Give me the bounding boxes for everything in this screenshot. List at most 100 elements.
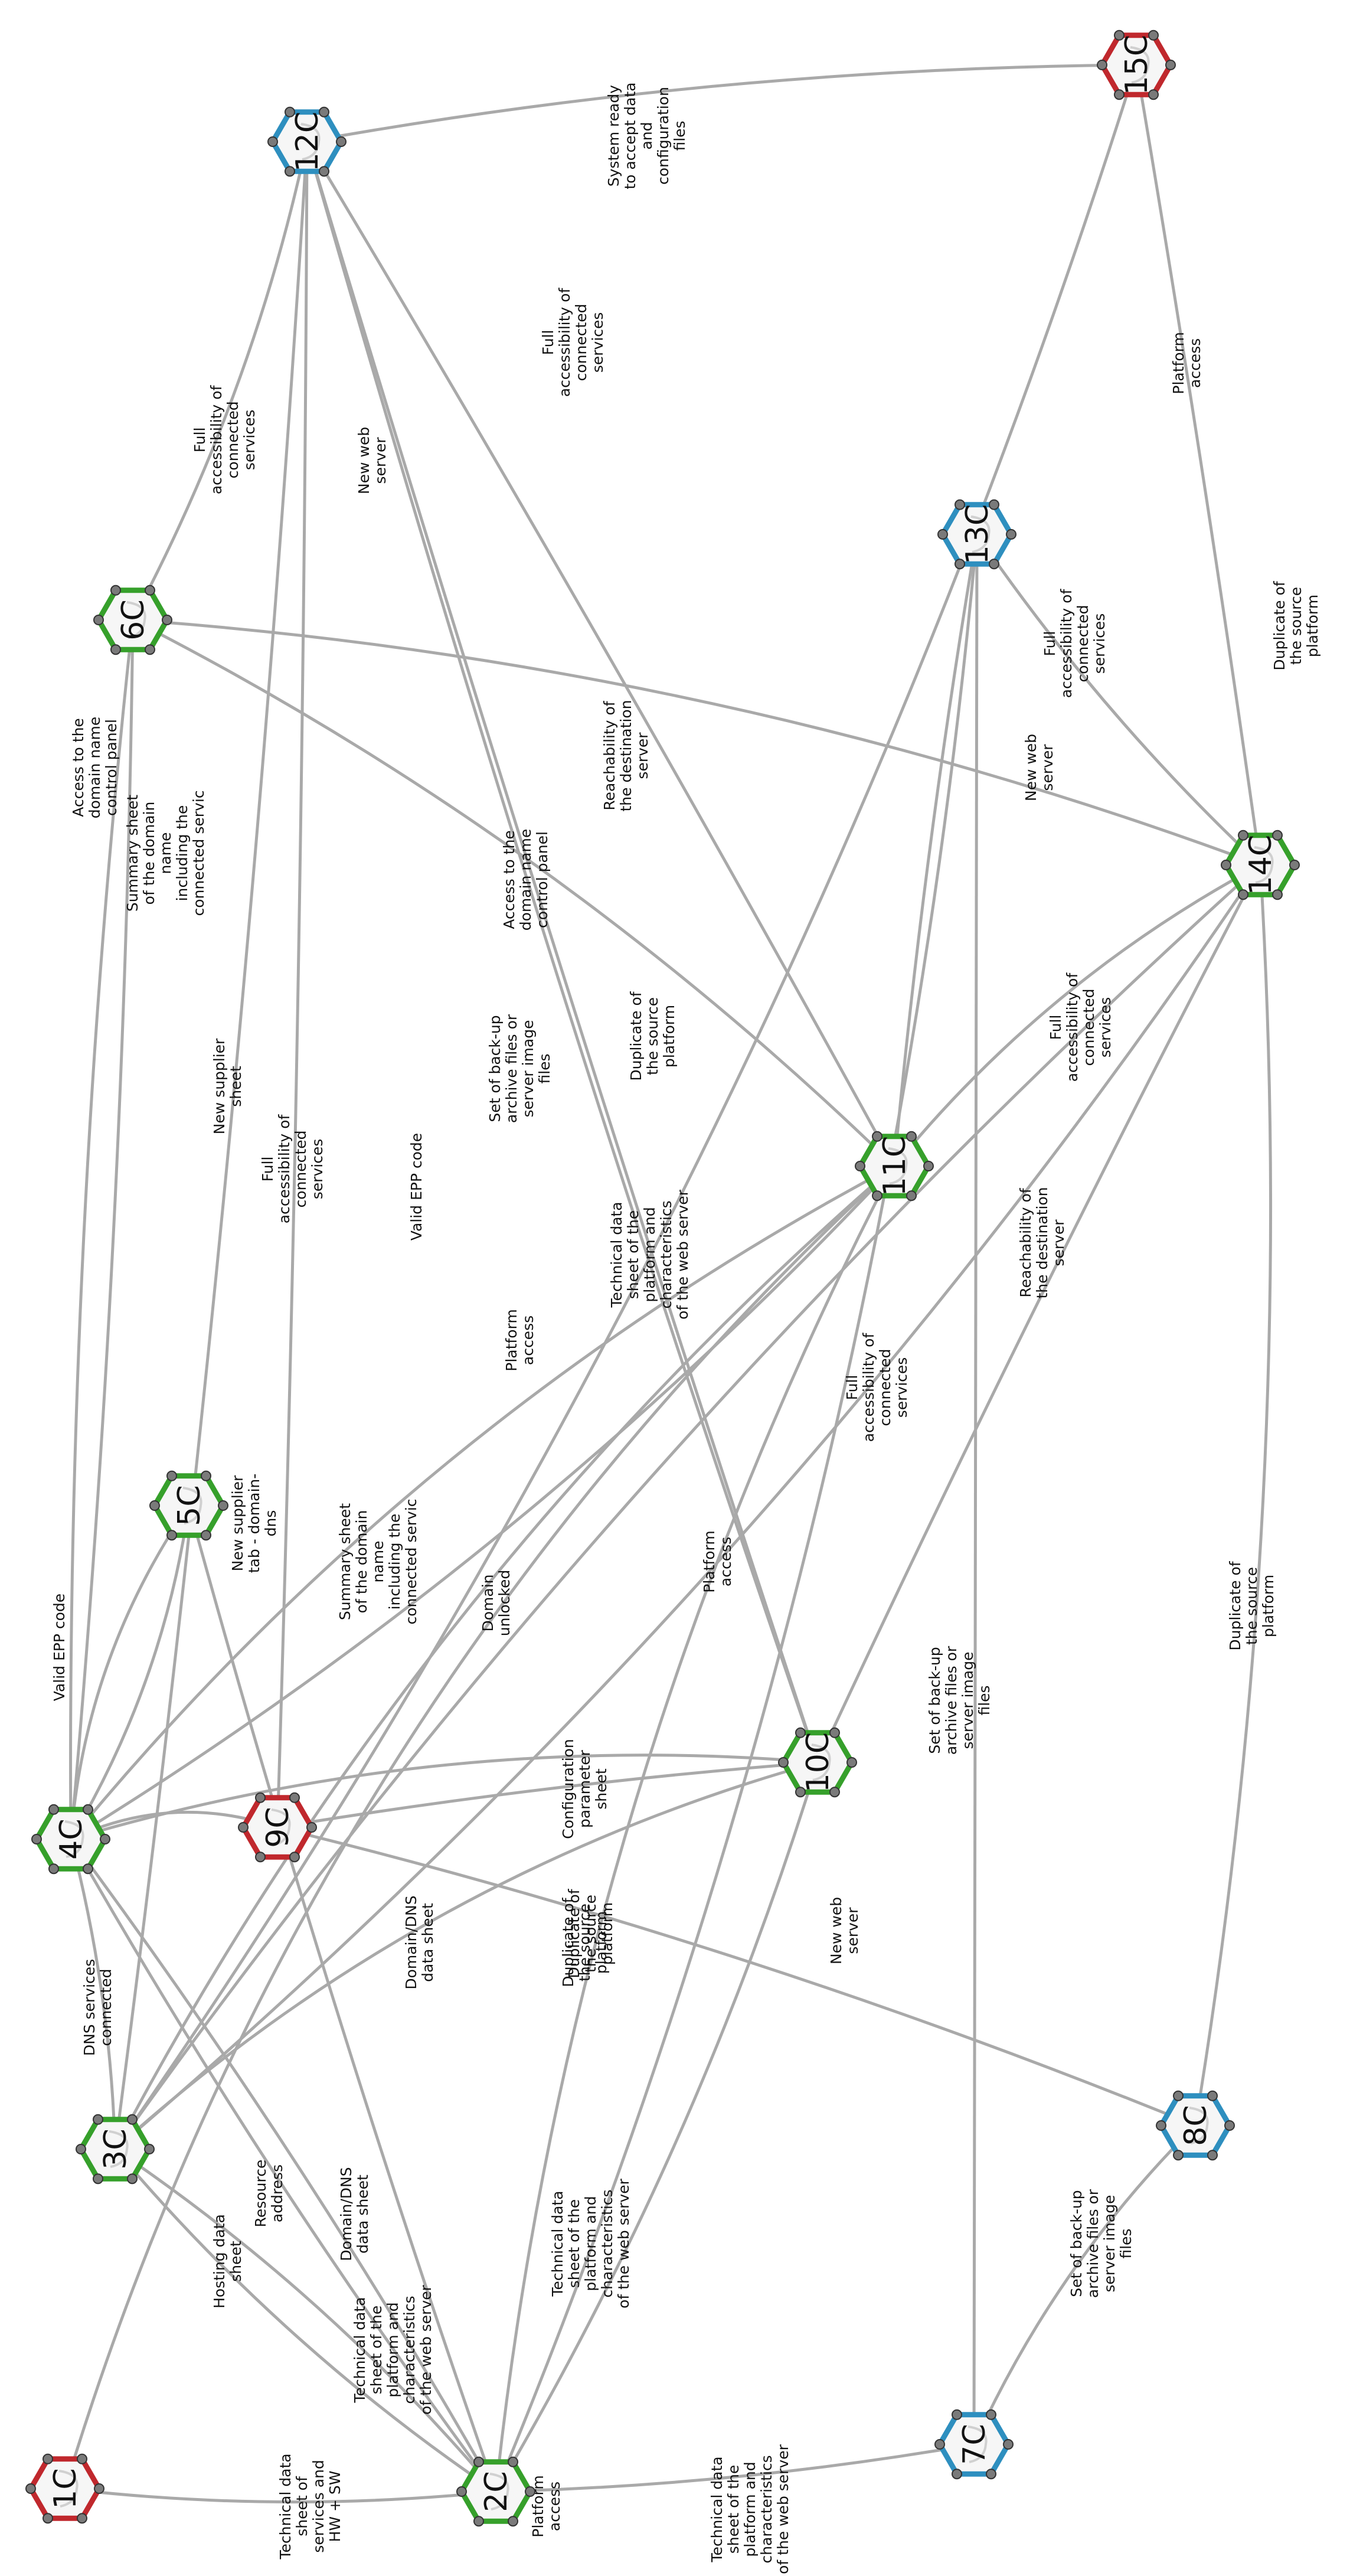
node-handle-dot [872, 1190, 882, 1202]
edge-n3-n14 [113, 864, 1261, 2150]
edge-n11-n14 [893, 863, 1261, 1167]
svg-text:Reachability ofthe destination: Reachability ofthe destinationserver [601, 700, 651, 811]
node-5C[interactable]: 5C [149, 1470, 228, 1541]
edge-n9-n8 [277, 1826, 1196, 2127]
node-9C[interactable]: 9C [238, 1792, 317, 1863]
node-handle-dot [952, 2469, 962, 2480]
edge-label: Set of back-uparchive files orserver ima… [926, 1645, 993, 1755]
node-label: 4C [54, 1818, 89, 1859]
node-14C[interactable]: 14C [1221, 830, 1300, 900]
edge-label: Fullaccessibility ofconnectedservices [844, 1333, 910, 1442]
node-10C[interactable]: 10C [778, 1727, 857, 1798]
node-4C[interactable]: 4C [31, 1804, 110, 1875]
svg-text:Summary sheetof the domainname: Summary sheetof the domainnameincluding … [336, 1498, 420, 1624]
node-handle-dot [906, 1190, 917, 1202]
node-handle-dot [25, 2483, 36, 2494]
node-handle-dot [166, 1530, 177, 1541]
svg-text:Fullaccessibility ofconnecteds: Fullaccessibility ofconnectedservices [191, 385, 258, 495]
node-handle-dot [100, 1834, 110, 1844]
svg-text:DNS servicesconnected: DNS servicesconnected [81, 1959, 115, 2056]
edge-label: New webserver [355, 427, 389, 494]
node-handle-dot [76, 2144, 86, 2154]
svg-text:Set of back-uparchive files or: Set of back-uparchive files orserver ima… [486, 1014, 553, 1123]
node-handle-dot [306, 1822, 317, 1833]
node-13C[interactable]: 13C [937, 499, 1016, 570]
edge-label: New webserver [828, 1897, 861, 1964]
svg-text:New webserver: New webserver [355, 427, 389, 494]
node-decoration [970, 515, 991, 553]
node-handle-dot [319, 166, 329, 177]
node-handle-dot [989, 499, 999, 510]
node-6C[interactable]: 6C [93, 585, 172, 655]
node-handle-dot [1114, 89, 1125, 100]
node-decoration [811, 1744, 831, 1781]
edge-n3-n2 [114, 2147, 497, 2493]
node-handle-dot [83, 1804, 93, 1815]
node-decoration [182, 1487, 202, 1524]
node-11C[interactable]: 11C [855, 1131, 934, 1202]
node-7C[interactable]: 7C [934, 2409, 1014, 2480]
edge-n6-n4 [69, 619, 135, 1840]
svg-text:New suppliersheet: New suppliersheet [211, 1038, 244, 1134]
node-label: 1C [48, 2468, 83, 2509]
node-label: 6C [116, 599, 151, 640]
node-handle-dot [989, 559, 999, 570]
svg-text:Access to thedomain namecontro: Access to thedomain namecontrol panel [70, 717, 120, 818]
node-15C[interactable]: 15C [1097, 30, 1176, 100]
node-decoration [1130, 46, 1150, 84]
node-handle-dot [285, 106, 295, 117]
node-handle-dot [127, 2114, 138, 2125]
svg-text:Valid EPP code: Valid EPP code [51, 1594, 68, 1701]
node-handle-dot [1173, 2090, 1184, 2101]
edge-label: Duplicate ofthe sourceplatform [627, 991, 678, 1080]
svg-text:Reachability ofthe destination: Reachability ofthe destinationserver [1017, 1187, 1067, 1298]
node-handle-dot [1003, 2439, 1014, 2450]
node-handle-dot [201, 1470, 211, 1481]
svg-text:Configurationparametersheet: Configurationparametersheet [560, 1739, 610, 1839]
edges-layer [63, 63, 1273, 2504]
node-handle-dot [1238, 830, 1248, 841]
node-2C[interactable]: 2C [456, 2456, 535, 2527]
node-decoration [1254, 846, 1274, 884]
node-1C[interactable]: 1C [25, 2453, 104, 2524]
node-handle-dot [937, 529, 948, 540]
node-handle-dot [473, 2456, 484, 2467]
node-handle-dot [508, 2456, 518, 2467]
node-3C[interactable]: 3C [76, 2114, 155, 2185]
edge-label: Valid EPP code [408, 1133, 425, 1240]
svg-text:New webserver: New webserver [828, 1897, 861, 1964]
node-handle-dot [336, 136, 347, 147]
edge-n3-n11 [113, 1165, 895, 2150]
edge-n12-n11 [305, 141, 896, 1167]
node-handle-dot [110, 644, 121, 655]
node-handle-dot [1238, 889, 1248, 900]
node-handle-dot [110, 585, 121, 596]
node-handle-dot [218, 1500, 228, 1511]
node-handle-dot [289, 1852, 300, 1863]
node-label: 8C [1178, 2105, 1214, 2146]
node-handle-dot [872, 1131, 882, 1142]
edge-label: Technical datasheet of theplatform andch… [708, 2444, 792, 2574]
node-8C[interactable]: 8C [1156, 2090, 1235, 2161]
node-decoration [271, 1808, 291, 1846]
edge-label: Platformaccess [701, 1530, 734, 1592]
node-label: 14C [1243, 835, 1279, 895]
node-handle-dot [855, 1161, 865, 1171]
node-handle-dot [94, 2483, 104, 2494]
edge-label: Duplicate ofthe sourceplatform [560, 1897, 610, 1987]
node-handle-dot [319, 106, 329, 117]
svg-text:Access to thedomain namecontro: Access to thedomain namecontrol panel [501, 829, 551, 931]
svg-text:Domain/DNSdata sheet: Domain/DNSdata sheet [403, 1895, 436, 1989]
node-handle-dot [508, 2516, 518, 2527]
edge-label: Access to thedomain namecontrol panel [70, 717, 120, 818]
node-handle-dot [1207, 2090, 1218, 2101]
node-handle-dot [43, 2513, 53, 2524]
edge-n4-n11 [70, 1164, 895, 1840]
node-12C[interactable]: 12C [267, 106, 347, 177]
node-decoration [126, 601, 146, 639]
edge-label: Access to thedomain namecontrol panel [501, 829, 551, 931]
edge-label: Platformaccess [503, 1309, 537, 1371]
node-handle-dot [255, 1852, 266, 1863]
svg-text:Technical datasheet ofservices: Technical datasheet ofservices andHW + S… [277, 2453, 344, 2559]
edge-n6-n4 [69, 619, 135, 1840]
